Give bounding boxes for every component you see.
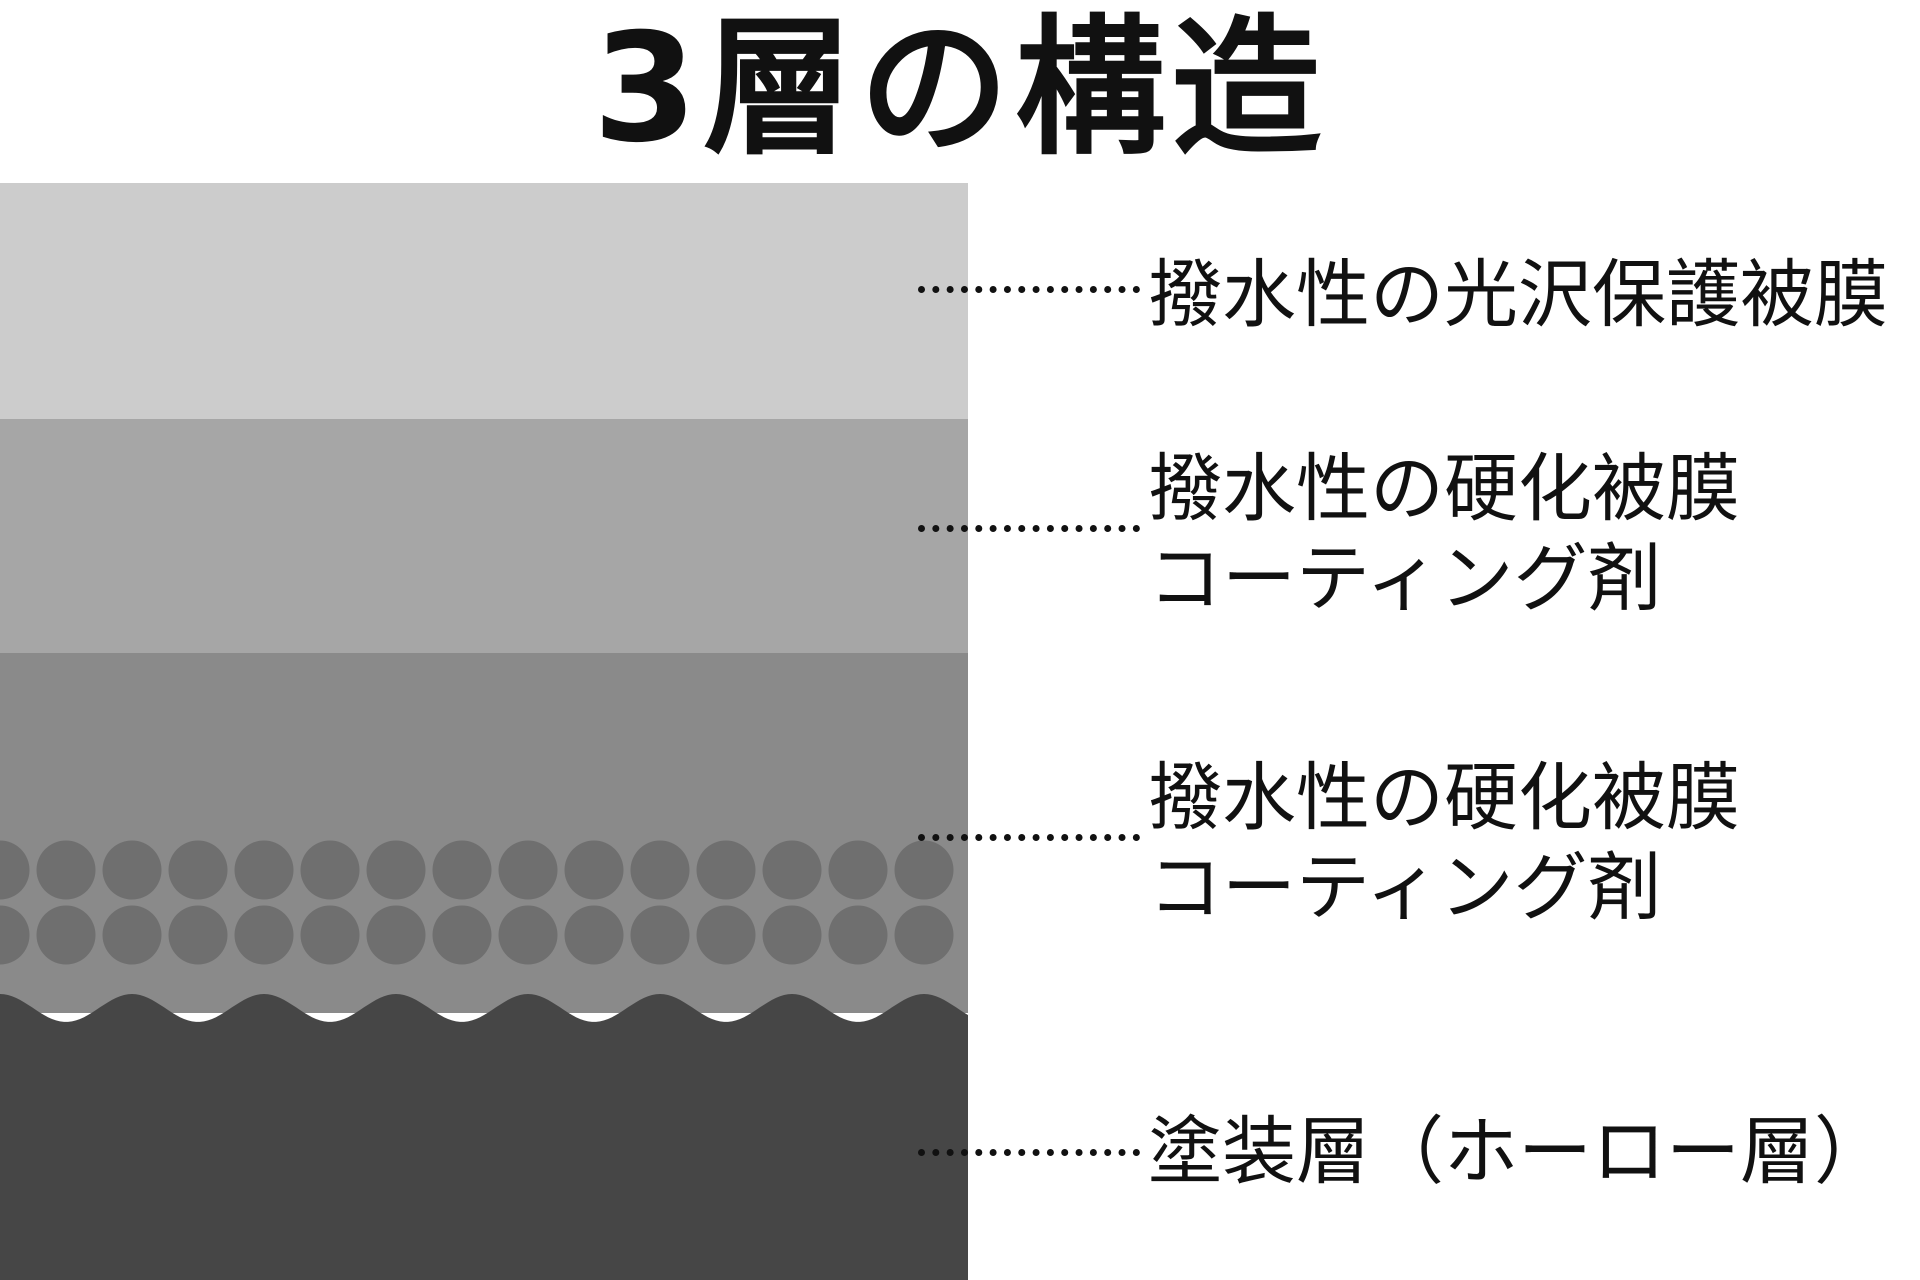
- particle: [300, 840, 360, 900]
- particle: [36, 840, 96, 900]
- particle: [36, 905, 96, 965]
- particle: [234, 840, 294, 900]
- layer-label-3-line-2: コーティング剤: [1148, 845, 1662, 931]
- coating-particles: [0, 840, 954, 965]
- particle: [828, 905, 888, 965]
- particle: [564, 905, 624, 965]
- particle: [630, 905, 690, 965]
- layer-label-3: 撥水性の硬化被膜 コーティング剤: [1148, 753, 1740, 933]
- layer-label-2: 撥水性の硬化被膜 コーティング剤: [1148, 444, 1740, 624]
- layer-label-2-line-2: コーティング剤: [1148, 536, 1662, 622]
- particle: [498, 905, 558, 965]
- layer-label-1: 撥水性の光沢保護被膜: [1148, 250, 1888, 340]
- leader-line-4: [918, 1149, 1140, 1156]
- particle: [300, 905, 360, 965]
- layer-1-band: [0, 183, 968, 419]
- leader-line-2: [918, 525, 1140, 532]
- particle: [366, 840, 426, 900]
- particle: [168, 905, 228, 965]
- particle: [828, 840, 888, 900]
- particle: [894, 840, 954, 900]
- particle: [432, 840, 492, 900]
- particle: [498, 840, 558, 900]
- particle: [102, 905, 162, 965]
- layer-2-band: [0, 419, 968, 653]
- particle: [762, 905, 822, 965]
- particle: [0, 905, 30, 965]
- particle: [630, 840, 690, 900]
- particle: [102, 840, 162, 900]
- leader-line-1: [918, 286, 1140, 293]
- particle: [168, 840, 228, 900]
- particle: [696, 840, 756, 900]
- particle: [894, 905, 954, 965]
- particle: [762, 840, 822, 900]
- particle: [696, 905, 756, 965]
- particle: [432, 905, 492, 965]
- particle: [0, 840, 30, 900]
- layer-label-1-line-1: 撥水性の光沢保護被膜: [1148, 252, 1888, 338]
- diagram-title: 3層の構造: [592, 2, 1328, 176]
- particle: [366, 905, 426, 965]
- particle: [564, 840, 624, 900]
- particle: [234, 905, 294, 965]
- layer-label-4: 塗装層（ホーロー層）: [1148, 1107, 1888, 1197]
- layer-label-3-line-1: 撥水性の硬化被膜: [1148, 755, 1740, 841]
- paint-layer-wave: [0, 994, 968, 1280]
- layer-label-2-line-1: 撥水性の硬化被膜: [1148, 446, 1740, 532]
- leader-line-3: [918, 834, 1140, 841]
- layer-label-4-line-1: 塗装層（ホーロー層）: [1148, 1109, 1888, 1195]
